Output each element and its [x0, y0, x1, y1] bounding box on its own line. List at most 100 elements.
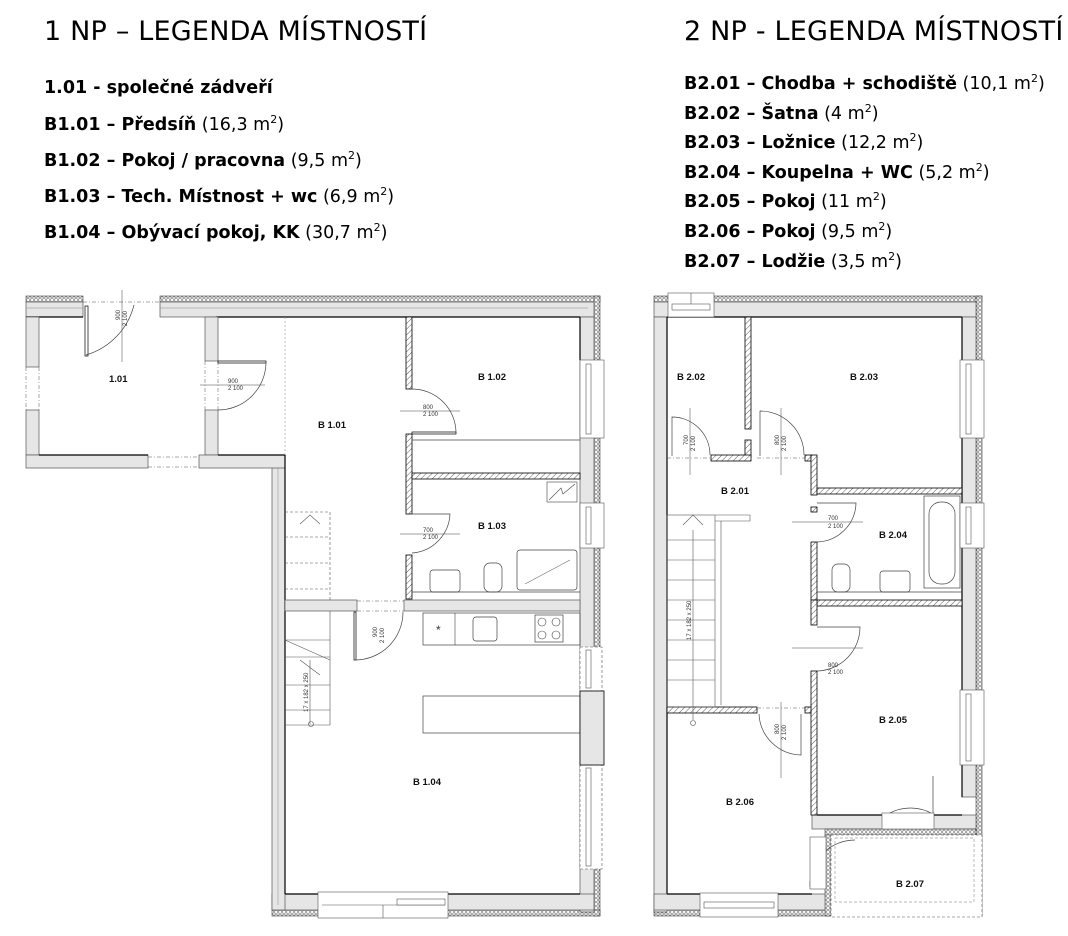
paren: (: [322, 187, 330, 207]
room-area: (10,1 m2): [962, 72, 1045, 94]
door-width: 900: [373, 626, 379, 637]
room-label-b1.03: B 1.03: [478, 521, 506, 532]
door-width: 900: [116, 309, 122, 320]
unit-sup: 2: [380, 185, 388, 198]
legend-floor-1-title: 1 NP – LEGENDA MÍSTNOSTÍ: [44, 16, 428, 47]
dash: –: [746, 192, 756, 213]
area-value: 16,3: [208, 115, 248, 135]
legend-item: B2.01 – Chodba + schodiště (10,1 m2): [684, 70, 1064, 100]
paren: ): [879, 192, 887, 213]
paren: ): [1037, 74, 1045, 94]
dash: –: [746, 221, 756, 242]
unit: m: [350, 223, 374, 243]
room-code: B1.01: [44, 115, 101, 135]
legend-floor-2-list: B2.01 – Chodba + schodiště (10,1 m2) B2.…: [684, 70, 1064, 277]
unit-sup: 2: [878, 219, 886, 233]
legend-item: B2.02 – Šatna (4 m2): [684, 100, 1064, 130]
room-label-1.01: 1.01: [109, 374, 128, 385]
door-height: 2 100: [782, 724, 788, 740]
room-code: B2.05: [684, 192, 741, 213]
room-name: Ložnice: [761, 133, 836, 154]
legend-item: B2.03 – Ložnice (12,2 m2): [684, 129, 1064, 159]
paren: ): [355, 151, 362, 171]
unit-sup: 2: [1030, 72, 1038, 85]
area-value: 3,5: [837, 251, 866, 272]
legend-item: B1.04 – Obývací pokoj, KK (30,7 m2): [44, 215, 427, 251]
legend-floor-1: 1 NP – LEGENDA MÍSTNOSTÍ 1.01 - společné…: [44, 16, 427, 251]
legend-item-common: 1.01 - společné zádveří: [44, 78, 273, 98]
stair-dimensions: 17 x 182 x 250: [687, 600, 693, 640]
legend-item: B2.05 – Pokoj (11 m2): [684, 188, 1064, 218]
door-height: 2 100: [782, 435, 788, 451]
room-name: Předsíň: [121, 115, 197, 135]
room-label-b2.07: B 2.07: [896, 879, 924, 890]
paren: (: [305, 223, 312, 243]
room-label-b2.05: B 2.05: [879, 715, 908, 726]
paren: (: [962, 74, 970, 94]
door-height: 2 100: [828, 524, 844, 530]
floor-2-plan: B 2.02 B 2.03 B 2.01 B 2.04 B 2.05 B 2.0…: [653, 292, 985, 918]
room-area: (6,9 m2): [322, 185, 394, 207]
area-value: 10,1: [969, 74, 1009, 94]
room-name: Lodžie: [761, 251, 826, 272]
area-value: 6,9: [329, 187, 358, 207]
dash: –: [746, 103, 756, 124]
unit: m: [865, 251, 889, 272]
paren: (: [841, 133, 848, 154]
door-width: 800: [828, 663, 839, 669]
dash: –: [746, 74, 756, 94]
room-label-b1.01: B 1.01: [318, 420, 347, 431]
area-value: 11: [827, 192, 851, 213]
unit-sup: 2: [864, 101, 872, 115]
room-label-b1.04: B 1.04: [413, 777, 442, 788]
room-code: B1.03: [44, 187, 101, 207]
room-name: společné zádveří: [106, 78, 273, 98]
door-width: 800: [775, 723, 781, 734]
area-value: 30,7: [311, 223, 351, 243]
room-area: (12,2 m2): [841, 132, 924, 154]
room-area: (9,5 m2): [290, 149, 362, 171]
door-height: 2 100: [123, 310, 129, 326]
unit: m: [850, 192, 873, 213]
unit-sup: 2: [872, 190, 880, 204]
legend-floor-2-title: 2 NP - LEGENDA MÍSTNOSTÍ: [684, 16, 1064, 47]
room-code: B1.04: [44, 223, 101, 243]
door-width: 700: [684, 434, 690, 445]
dash: –: [106, 151, 116, 171]
room-label-b2.01: B 2.01: [721, 486, 750, 497]
unit: m: [842, 103, 865, 124]
room-name: Pokoj: [761, 221, 816, 242]
dash: –: [746, 251, 756, 272]
dash: –: [106, 187, 116, 207]
legend-floor-1-list: 1.01 - společné zádveří B1.01 – Předsíň …: [44, 70, 427, 251]
room-label-b1.02: B 1.02: [478, 372, 506, 383]
legend-item: B2.04 – Koupelna + WC (5,2 m2): [684, 159, 1064, 189]
paren: (: [290, 151, 298, 171]
room-label-b2.03: B 2.03: [850, 372, 878, 383]
unit-sup: 2: [975, 160, 983, 174]
fridge-icon: *: [436, 623, 441, 637]
area-value: 5,2: [925, 162, 954, 183]
paren: ): [885, 221, 893, 242]
room-area: (5,2 m2): [918, 160, 990, 183]
unit: m: [357, 187, 381, 207]
unit: m: [1008, 74, 1031, 94]
dash: –: [106, 223, 116, 243]
room-name: Pokoj: [761, 192, 816, 213]
dash: –: [106, 115, 116, 135]
legend-item: B1.01 – Předsíň (16,3 m2): [44, 107, 427, 143]
unit: m: [855, 221, 879, 242]
room-area: (16,3 m2): [202, 114, 284, 135]
door-height: 2 100: [423, 535, 439, 541]
door-height: 2 100: [228, 386, 244, 392]
dash: –: [746, 133, 756, 154]
unit-sup: 2: [348, 149, 355, 162]
room-code: 1.01: [44, 78, 88, 98]
room-area: (9,5 m2): [821, 219, 893, 242]
paren: ): [916, 133, 924, 154]
door-height: 2 100: [380, 627, 386, 643]
unit: m: [247, 115, 271, 135]
door-width: 800: [775, 434, 781, 445]
paren: ): [982, 162, 990, 183]
